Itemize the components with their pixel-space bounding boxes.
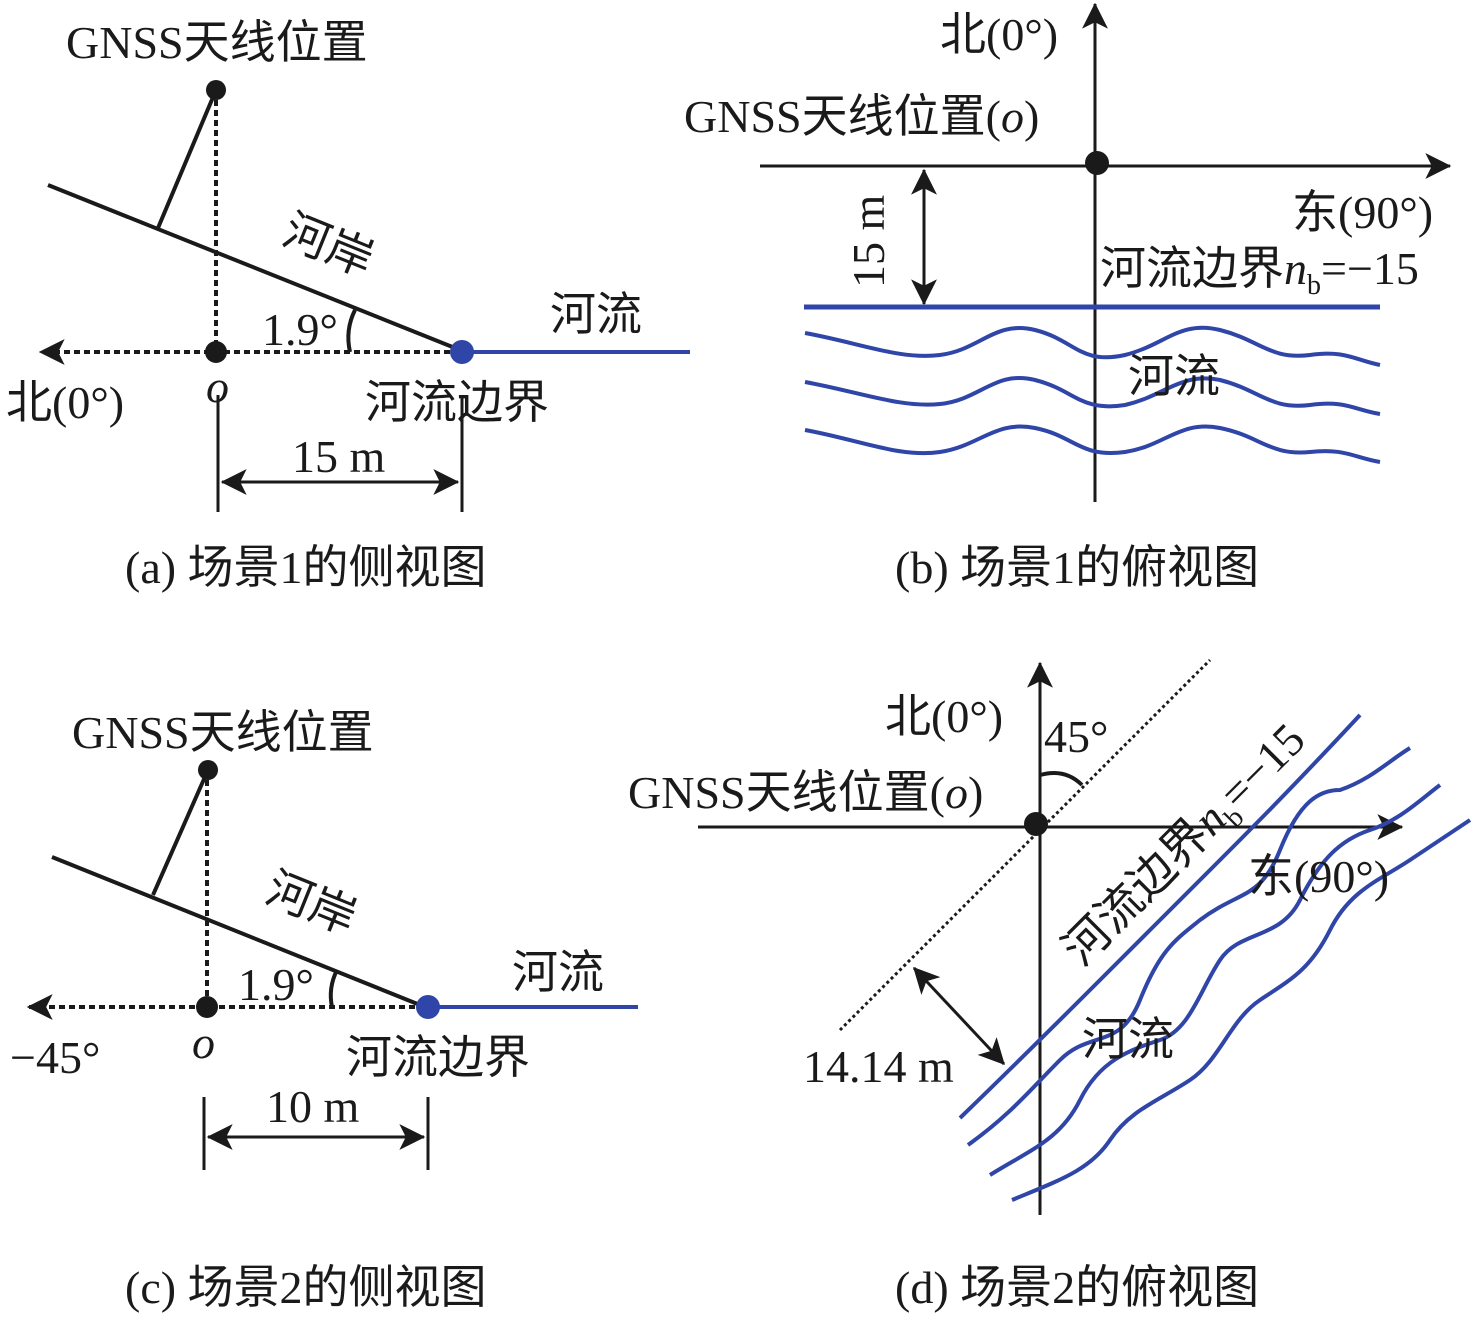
panel-c-boundary-point <box>416 995 440 1019</box>
panel-d-antenna-point <box>1024 812 1048 836</box>
panel-d-river-label: 河流 <box>1082 1014 1174 1065</box>
panel-c-distance-label: 10 m <box>266 1081 360 1132</box>
panel-c-bank-label: 河岸 <box>259 862 363 944</box>
panel-c-origin-label: o <box>192 1017 215 1068</box>
panel-b-river-label: 河流 <box>1128 351 1220 402</box>
panel-d-distance-arrow <box>912 966 1006 1066</box>
panel-b-north-label: 北(0°) <box>940 9 1058 60</box>
panel-a-angle-label: 1.9° <box>262 304 338 355</box>
panel-a-antenna-label: GNSS天线位置 <box>66 17 368 68</box>
panel-d-caption: (d) 场景2的俯视图 <box>895 1262 1259 1313</box>
panel-a-river-label: 河流 <box>550 289 642 340</box>
panel-a-distance-label: 15 m <box>292 431 386 482</box>
panel-c-angle-label: 1.9° <box>238 959 314 1010</box>
panel-c-angle-arc <box>328 969 339 1008</box>
panel-c-side-view-scene2: GNSS天线位置 1.9° 河岸 河流 −45° o 河流边界 10 m (c)… <box>10 707 638 1313</box>
panel-d-angle-arc <box>1039 771 1084 787</box>
panel-c-caption: (c) 场景2的侧视图 <box>125 1262 487 1313</box>
panel-c-river-bank-line <box>51 855 426 1009</box>
panel-a-angle-arc <box>346 309 357 353</box>
panel-d-antenna-label: GNSS天线位置(o) <box>628 767 983 818</box>
panel-d-top-view-scene2: 北(0°) 45° GNSS天线位置(o) 河流边界nb=−15 东(90°) … <box>628 658 1472 1313</box>
panel-a-origin-label: o <box>206 361 229 412</box>
panel-c-antenna-label: GNSS天线位置 <box>72 707 374 758</box>
panel-c-origin-point <box>196 996 218 1018</box>
panel-b-river-wave-1 <box>804 325 1381 367</box>
panel-b-distance-label: 15 m <box>843 195 894 289</box>
panel-a-boundary-label: 河流边界 <box>365 377 549 428</box>
panel-d-angle-label: 45° <box>1044 711 1108 762</box>
panel-b-river-wave-2 <box>804 376 1381 416</box>
panel-d-river-wave-1 <box>966 746 1412 1147</box>
panel-b-boundary-label: 河流边界nb=−15 <box>1100 243 1419 301</box>
panel-b-antenna-label: GNSS天线位置(o) <box>684 91 1039 142</box>
panel-d-north-label: 北(0°) <box>885 691 1003 742</box>
panel-a-origin-point <box>205 341 227 363</box>
panel-a-antenna-pole <box>156 89 218 229</box>
panel-c-boundary-label: 河流边界 <box>346 1032 530 1083</box>
panel-a-caption: (a) 场景1的侧视图 <box>125 542 487 593</box>
panel-c-antenna-point <box>198 760 218 780</box>
panel-d-east-label: 东(90°) <box>1248 851 1389 902</box>
panel-d-river-boundary-line <box>958 713 1362 1120</box>
panel-a-north-label: 北(0°) <box>6 377 124 428</box>
panel-c-direction-label: −45° <box>10 1032 100 1083</box>
panel-a-antenna-point <box>206 80 226 100</box>
panel-a-side-view-scene1: GNSS天线位置 1.9° 河岸 河流 北(0°) o 河流边界 15 m (a… <box>6 17 690 593</box>
panel-b-east-label: 东(90°) <box>1292 187 1433 238</box>
panel-d-river-wave-2 <box>988 783 1442 1177</box>
panel-b-river-wave-3 <box>804 424 1381 464</box>
panel-d-distance-label: 14.14 m <box>803 1041 954 1092</box>
panel-a-boundary-point <box>450 340 474 364</box>
panel-a-river-bank-line <box>47 183 461 352</box>
panel-c-antenna-pole <box>151 769 210 896</box>
panel-b-top-view-scene1: 北(0°) GNSS天线位置(o) 东(90°) 15 m 河流边界nb=−15… <box>684 2 1452 593</box>
panel-b-caption: (b) 场景1的俯视图 <box>895 542 1259 593</box>
panel-d-river-wave-3 <box>1011 818 1472 1202</box>
panel-b-antenna-point <box>1085 151 1109 175</box>
panel-c-river-label: 河流 <box>512 947 604 998</box>
panel-a-bank-label: 河岸 <box>276 204 380 286</box>
